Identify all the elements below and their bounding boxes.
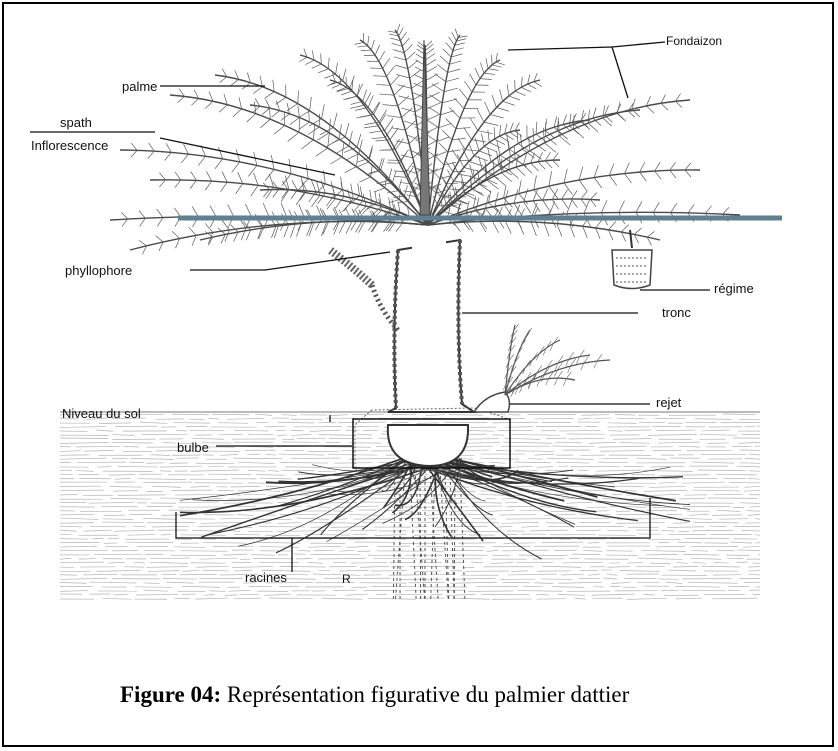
- label-bulbe: bulbe: [177, 441, 209, 454]
- figure-caption: Figure 04: Représentation figurative du …: [120, 682, 820, 708]
- trunk: [388, 240, 474, 412]
- label-niveau-du-sol: Niveau du sol: [62, 407, 141, 420]
- caption-number: Figure 04:: [120, 682, 221, 707]
- label-spath: spath: [60, 116, 92, 129]
- left-offshoot: [330, 250, 398, 330]
- label-rejet: rejet: [656, 396, 681, 409]
- label-phyllophore: phyllophore: [65, 264, 132, 277]
- leader-lines: [30, 42, 710, 572]
- label-inflorescence: Inflorescence: [31, 139, 108, 152]
- label-root-mark: R: [342, 573, 351, 585]
- rejet-offshoot: [474, 324, 610, 412]
- caption-text: Représentation figurative du palmier dat…: [221, 682, 629, 707]
- label-fondaizon: Fondaizon: [666, 35, 722, 47]
- label-regime: régime: [714, 282, 754, 295]
- regime-bunch: [612, 230, 652, 289]
- label-palme: palme: [122, 80, 157, 93]
- label-tronc: tronc: [662, 306, 691, 319]
- label-racines: racines: [245, 571, 287, 584]
